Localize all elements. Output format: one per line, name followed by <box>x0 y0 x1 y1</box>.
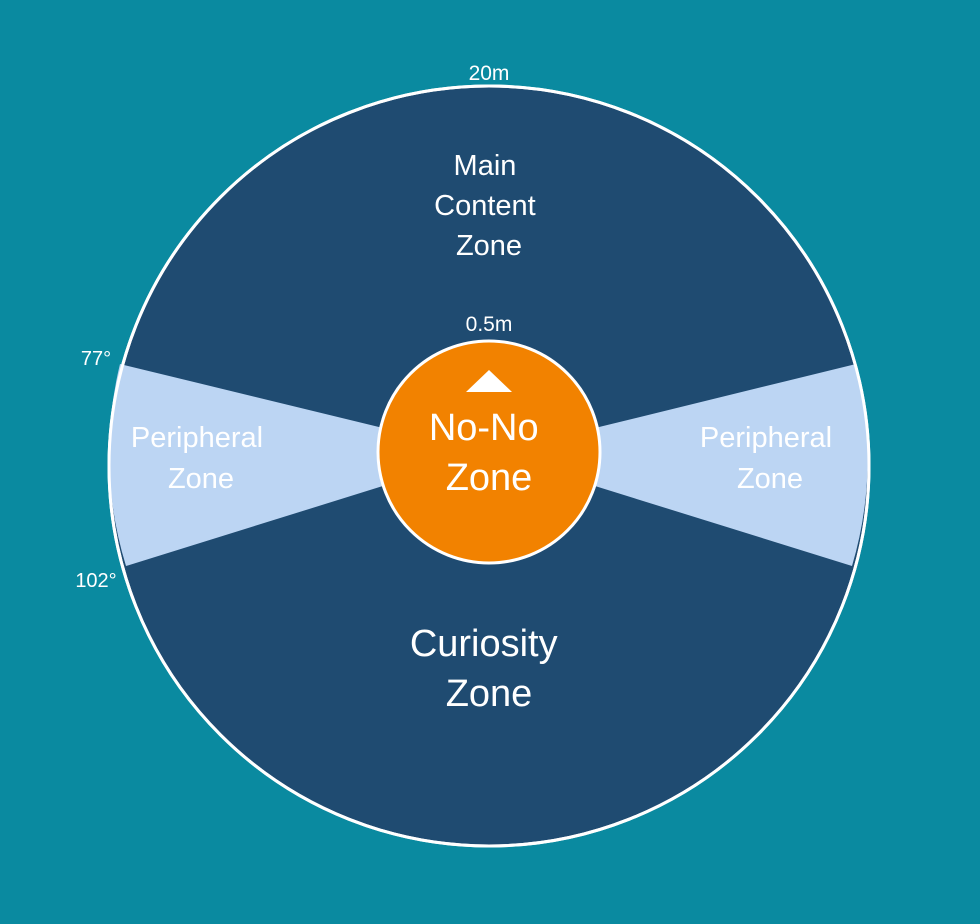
no-no-zone-circle <box>376 339 602 565</box>
curiosity-line-2: Zone <box>446 673 533 715</box>
curiosity-line-1: Curiosity <box>410 623 558 665</box>
angle-upper-label: 77° <box>81 348 111 370</box>
peripheral-zone-left <box>109 364 383 566</box>
peripheral-left-line-1: Peripheral <box>131 422 263 454</box>
peripheral-right-line-1: Peripheral <box>700 422 832 454</box>
no-no-zone-label: No-No Zone <box>429 407 549 499</box>
no-no-line-1: No-No <box>429 407 539 449</box>
main-content-line-3: Zone <box>456 230 522 262</box>
outer-radius-label: 20m <box>469 62 510 85</box>
triangle-up-icon <box>466 370 512 392</box>
inner-radius-label: 0.5m <box>466 313 513 336</box>
no-no-line-2: Zone <box>446 457 533 499</box>
main-content-line-2: Content <box>434 190 536 222</box>
peripheral-left-label: Peripheral Zone <box>131 422 271 495</box>
curiosity-zone-label: Curiosity Zone <box>410 623 568 715</box>
peripheral-left-line-2: Zone <box>168 463 234 495</box>
main-content-line-1: Main <box>454 150 517 182</box>
main-content-zone-label: Main Content Zone <box>434 150 544 262</box>
peripheral-right-label: Peripheral Zone <box>700 422 840 495</box>
angle-lower-label: 102° <box>75 570 116 592</box>
peripheral-right-line-2: Zone <box>737 463 803 495</box>
outer-zone-outline <box>107 84 871 848</box>
peripheral-zone-right <box>595 364 868 566</box>
